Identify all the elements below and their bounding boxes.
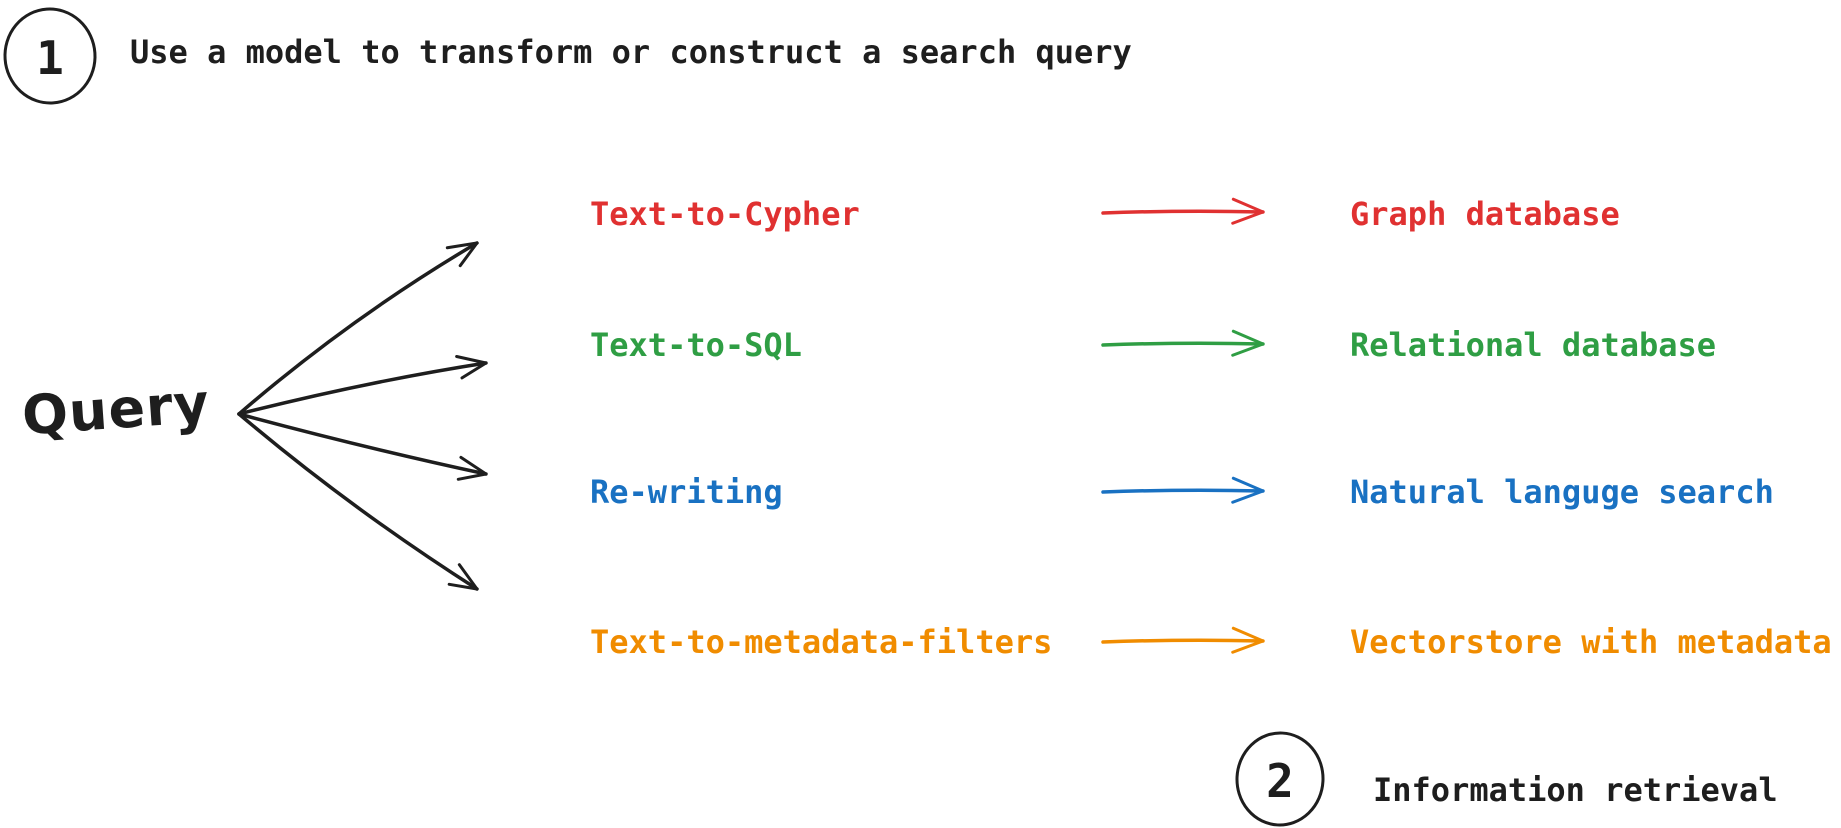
query-fan-arrow-4 xyxy=(237,412,479,591)
step-2-title: Information retrieval xyxy=(1373,771,1778,809)
step-1-circle xyxy=(3,7,97,105)
step-1-title: Use a model to transform or construct a … xyxy=(130,33,1132,71)
method-label-text-to-sql: Text-to-SQL xyxy=(590,326,802,364)
target-label-natural-language-search: Natural languge search xyxy=(1350,473,1774,511)
query-fan-arrow-3 xyxy=(237,412,488,481)
query-fan-arrow-2 xyxy=(237,354,488,416)
target-label-relational-database: Relational database xyxy=(1350,326,1717,364)
target-label-vectorstore-with-metadata: Vectorstore with metadata xyxy=(1350,623,1832,661)
query-node-label: Query xyxy=(19,371,212,448)
arrow-text-to-sql xyxy=(1101,329,1265,357)
arrow-re-writing xyxy=(1101,476,1265,504)
arrow-text-to-cypher xyxy=(1101,197,1265,225)
arrow-text-to-metadata-filters xyxy=(1101,626,1265,654)
step-2-circle xyxy=(1235,731,1325,827)
query-fan-arrow-1 xyxy=(237,241,479,416)
method-label-text-to-metadata-filters: Text-to-metadata-filters xyxy=(590,623,1053,661)
method-label-re-writing: Re-writing xyxy=(590,473,783,511)
method-label-text-to-cypher: Text-to-Cypher xyxy=(590,195,860,233)
step-1-number: 1 xyxy=(36,31,64,85)
step-2-number: 2 xyxy=(1266,754,1294,808)
target-label-graph-database: Graph database xyxy=(1350,195,1620,233)
